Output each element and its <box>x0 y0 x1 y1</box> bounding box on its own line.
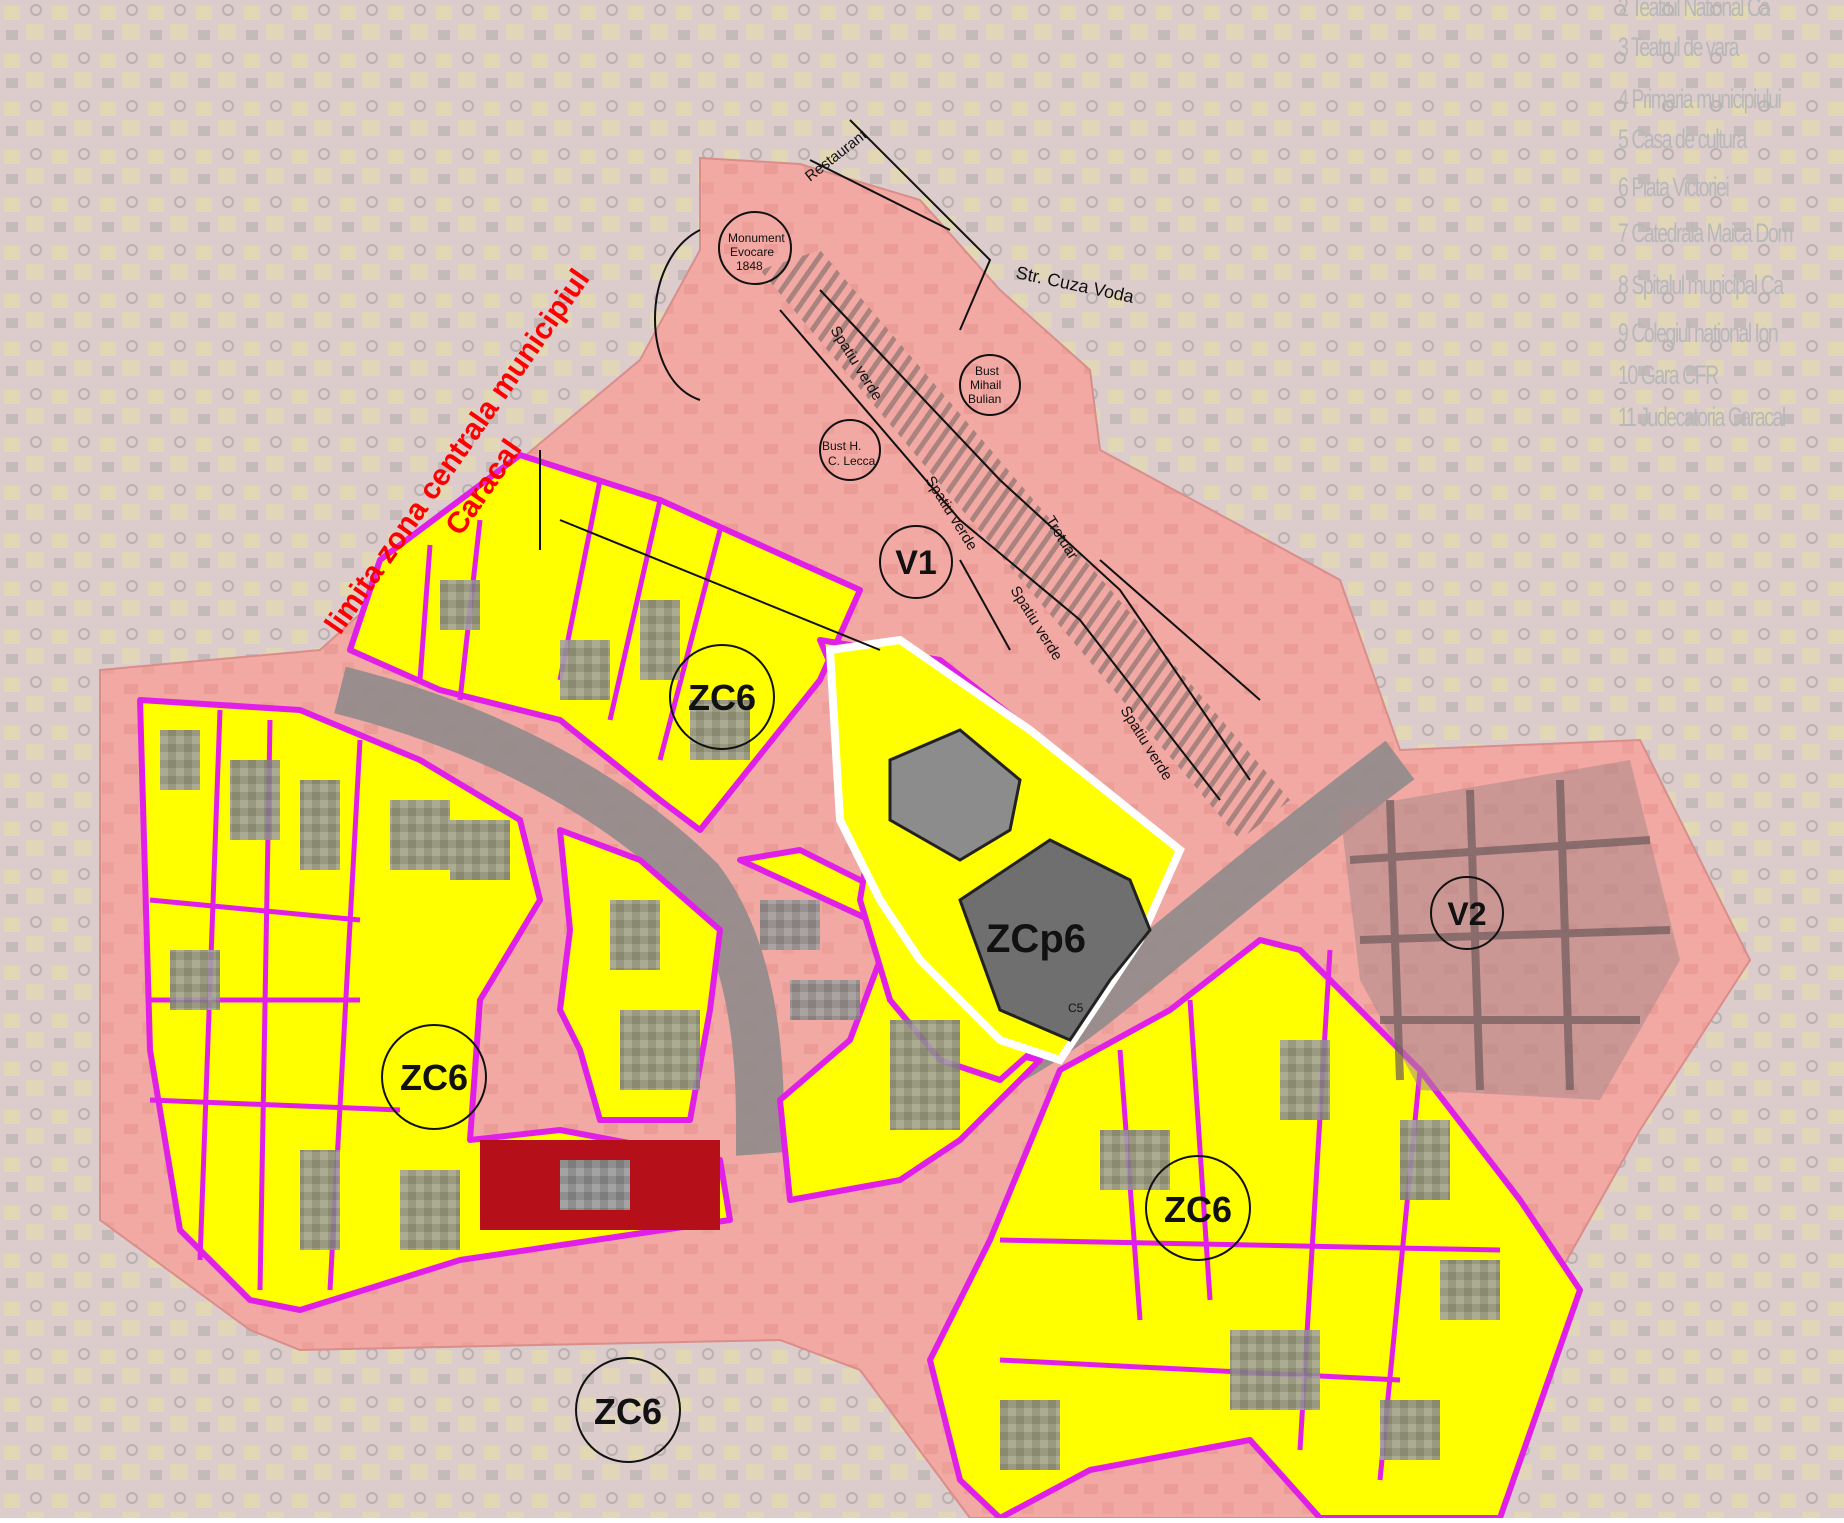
zone-v1: V1 <box>879 525 953 599</box>
bust-mihail-line3: Bulian <box>968 392 1001 406</box>
zone-zc6-bottom-circle <box>575 1357 681 1463</box>
zone-zc6-top-circle <box>669 644 775 750</box>
main-road <box>334 666 1415 1156</box>
legend-item: 2 Teatrul National Ca <box>1618 0 1770 22</box>
zone-zc6-top: ZC6 <box>669 644 775 750</box>
zone-zc6-bottom: ZC6 <box>575 1357 681 1463</box>
central-building-1 <box>888 728 1022 862</box>
zone-v2-label: V2 <box>1447 896 1486 932</box>
zone-v1-label: V1 <box>895 544 937 582</box>
monument-label-line3: 1848 <box>736 259 763 273</box>
zone-zc6-top-label: ZC6 <box>688 677 756 718</box>
bust-mihail-line1: Bust <box>975 364 1000 378</box>
legend-item: 8 Spitalul municipal Ca <box>1618 270 1784 300</box>
bust-lecca-line1: Bust H. <box>822 439 861 453</box>
legend-list: 2 Teatrul National Ca 3 Teatrul de vara … <box>1598 0 1844 440</box>
zone-zc6-right: ZC6 <box>1145 1155 1251 1261</box>
park-v2-grid <box>1349 779 1671 1091</box>
legend-item: 4 Primaria municipiului <box>1618 84 1782 114</box>
zone-zc6-left-circle <box>381 1024 487 1130</box>
zone-zcp6: ZCp6 <box>986 917 1086 961</box>
monument-circle <box>718 211 792 285</box>
zone-v1-circle <box>879 525 953 599</box>
buildings <box>160 580 1500 1470</box>
zone-zc6-left: ZC6 <box>381 1024 487 1130</box>
bust-lecca-line2: C. Lecca <box>828 454 876 468</box>
zone-v2-circle <box>1430 876 1504 950</box>
hatched-street-band <box>760 250 1290 840</box>
legend-item: 9 Colegiul national Ion <box>1618 318 1779 348</box>
zone-v2: V2 <box>1430 876 1504 950</box>
legend-item: 10 Gara CFR <box>1618 360 1719 390</box>
building-c5-label: C5 <box>1068 1001 1084 1015</box>
legend-item: 11 Judecatoria Caracal <box>1618 402 1786 432</box>
central-building-2 <box>958 838 1152 1042</box>
legend-item: 6 Piata Victoriei <box>1618 172 1730 202</box>
zone-zc6-right-label: ZC6 <box>1164 1189 1232 1230</box>
legend-item: 5 Casa de cultura <box>1618 124 1747 154</box>
bust-mihail-line2: Mihail <box>970 378 1001 392</box>
protected-building <box>560 1160 630 1210</box>
zone-zc6-left-label: ZC6 <box>400 1057 468 1098</box>
monument-label-line2: Evocare <box>730 245 774 259</box>
zone-zc6-bottom-label: ZC6 <box>594 1391 662 1432</box>
zone-zcp6-label: ZCp6 <box>986 917 1086 961</box>
bust-lecca-label: Bust H. C. Lecca <box>822 439 876 468</box>
map-line-work <box>539 119 1261 801</box>
legend-item: 3 Teatrul de vara <box>1618 32 1739 62</box>
monument-label-line1: Monument <box>728 231 785 245</box>
bust-mihail-label: Bust Mihail Bulian <box>968 364 1001 406</box>
zone-zc6-right-circle <box>1145 1155 1251 1261</box>
monument-label: Monument Evocare 1848 <box>728 231 785 273</box>
bust-circle-2 <box>819 419 881 481</box>
bust-circle-1 <box>959 354 1021 416</box>
legend-item: 7 Catedrala Maica Dom <box>1618 218 1793 248</box>
